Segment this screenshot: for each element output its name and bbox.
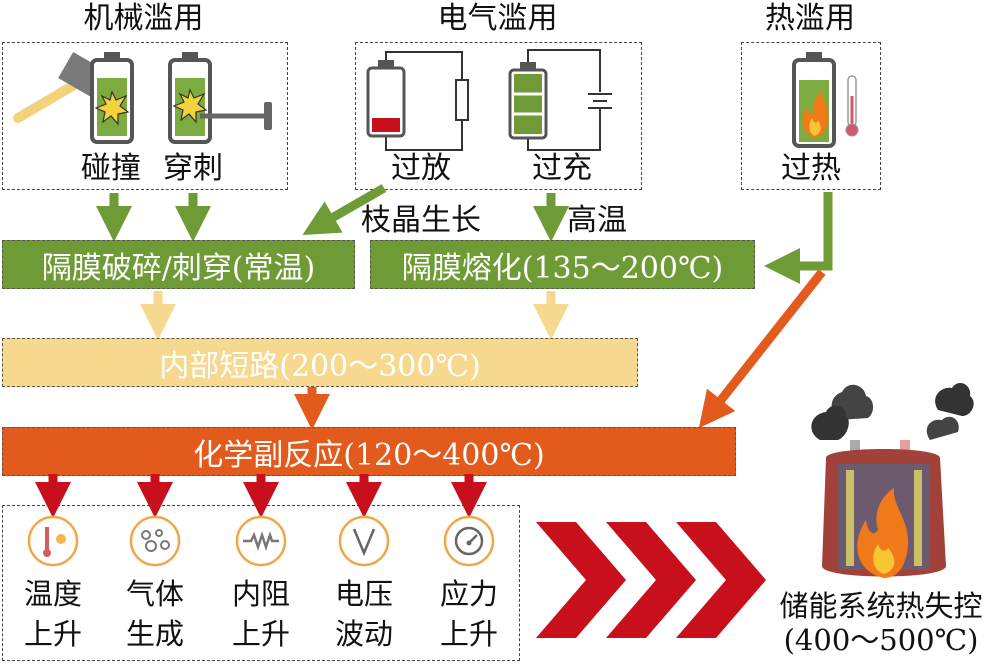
thermal-runaway-temp-range: (400～500℃): [783, 623, 979, 657]
electrical-abuse-panel: [355, 42, 642, 190]
separator-break-bar: 隔膜破碎/刺穿(常温): [2, 240, 355, 289]
voltage-v-icon: [352, 528, 376, 557]
burning-battery-module-icon: [811, 382, 974, 578]
electrical-abuse-title: 电气滥用: [437, 1, 558, 36]
mechanical-abuse-title: 机械滥用: [83, 1, 204, 36]
thermometer-icon: [845, 75, 859, 137]
overdischarge-label: 过放: [391, 151, 451, 186]
arrow-dendrite: [302, 184, 387, 235]
arrow-overheat: [764, 192, 833, 284]
thermal-abuse-panel: [741, 42, 881, 190]
effect-label-line1: 电压: [334, 577, 393, 611]
effect-label-line2: 上升: [23, 617, 82, 651]
chevron-arrows-icon: [536, 522, 766, 638]
dendrite-growth-label: 枝晶生长: [361, 203, 481, 238]
resistor-icon: [243, 531, 279, 551]
gauge-icon: [454, 526, 484, 556]
high-temp-label: 高温: [567, 203, 627, 238]
separator-melt-bar: 隔膜熔化(135～200℃): [370, 240, 755, 289]
effect-label-line1: 温度: [23, 577, 82, 611]
arrow-overheat-to-reactions: [698, 269, 826, 429]
effect-label-line2: 生成: [125, 617, 184, 651]
internal-short-bar: 内部短路(200～300℃): [2, 338, 638, 387]
overdischarge-circuit-icon: [366, 51, 469, 151]
effect-label-line2: 上升: [439, 617, 498, 651]
puncture-label: 穿刺: [163, 151, 223, 186]
effect-label-line1: 气体: [125, 577, 184, 611]
effect-icon-ring: [129, 515, 181, 567]
overcharge-label: 过充: [532, 151, 592, 186]
battery-collision-icon: [90, 52, 134, 144]
overheat-label: 过热: [781, 151, 841, 186]
effect-label-line1: 应力: [439, 577, 498, 611]
overcharge-circuit-icon: [508, 49, 612, 151]
effect-label-line2: 上升: [231, 617, 290, 651]
thermometer-icon: [43, 527, 66, 557]
side-reactions-bar: 化学副反应(120～400℃): [2, 427, 736, 476]
mechanical-abuse-panel: [2, 42, 288, 190]
gas-bubbles-icon: [141, 529, 170, 552]
battery-fire-icon: [792, 52, 836, 148]
effect-label-line1: 内阻: [231, 577, 290, 611]
collision-label: 碰撞: [81, 151, 141, 186]
thermal-runaway-title: 储能系统热失控: [779, 589, 983, 623]
effect-label-line2: 波动: [334, 617, 393, 651]
thermal-abuse-title: 热滥用: [765, 1, 855, 36]
effect-icon-ring: [338, 515, 390, 567]
effect-icon-ring: [27, 515, 79, 567]
battery-puncture-icon: [168, 52, 272, 144]
